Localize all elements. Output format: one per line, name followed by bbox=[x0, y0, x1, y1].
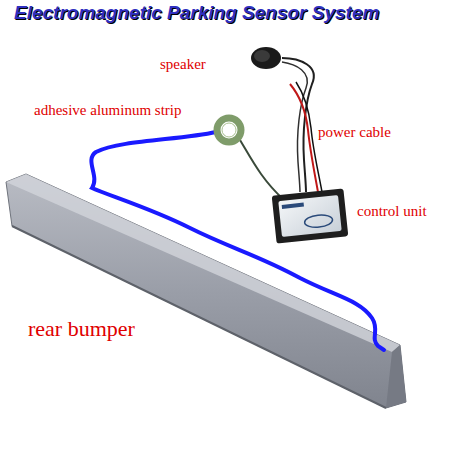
coil-wire bbox=[240, 140, 284, 200]
coil-inner bbox=[222, 123, 236, 137]
diagram-title: Electromagnetic Parking Sensor System bbox=[14, 2, 379, 24]
part-label: rear bumper bbox=[28, 316, 135, 341]
speaker-cable-2 bbox=[282, 62, 307, 192]
control-unit-box bbox=[272, 188, 349, 243]
coil bbox=[217, 118, 241, 142]
bumper-top-face bbox=[6, 174, 400, 352]
power-cable-red bbox=[290, 84, 318, 192]
speaker-face bbox=[254, 50, 270, 62]
speaker-cable bbox=[282, 58, 314, 192]
part-label: control unit bbox=[357, 203, 427, 220]
part-label: speaker bbox=[160, 56, 206, 73]
bumper-shape bbox=[6, 174, 406, 408]
part-label: adhesive aluminum strip bbox=[34, 102, 181, 119]
bumper-end-face bbox=[386, 345, 406, 408]
speaker-body bbox=[251, 47, 281, 69]
aluminum-strip-run bbox=[91, 132, 384, 350]
bumper-shade-line bbox=[12, 226, 386, 408]
part-label: power cable bbox=[318, 124, 391, 141]
